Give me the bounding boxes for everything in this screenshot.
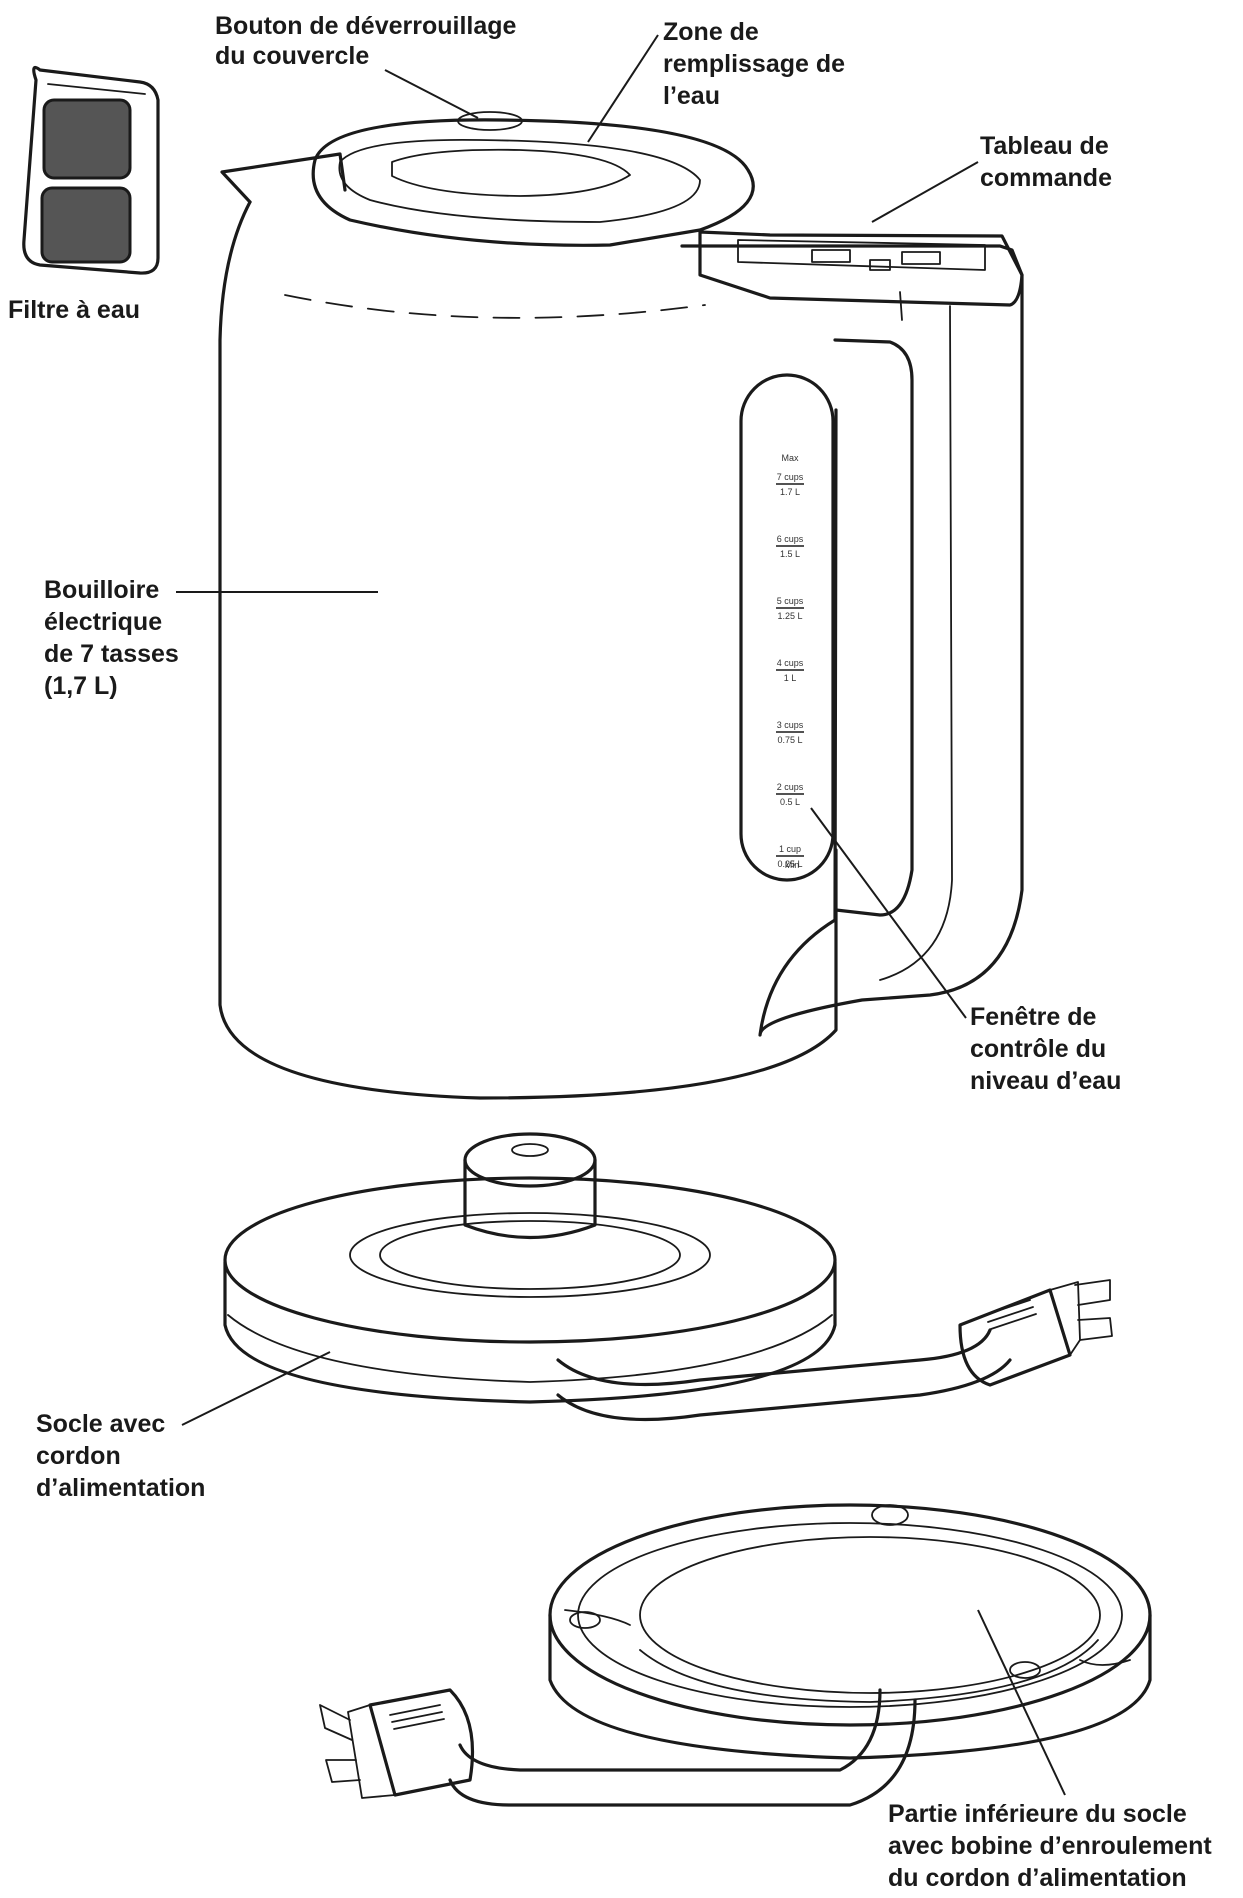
water-filter-illustration	[22, 66, 160, 275]
water-level-gauge: Max 7 cups 1.7 L 6 cups 1.5 L 5 cups 1.25 L 4 …	[776, 453, 804, 870]
label-fill-area: Zone de remplissage de l’eau	[663, 18, 852, 110]
gauge-cups-label: 7 cups	[777, 472, 804, 482]
label-base: Socle avec cordon d’alimentation	[36, 1410, 205, 1502]
gauge-cups-label: 6 cups	[777, 534, 804, 544]
gauge-cups-label: 3 cups	[777, 720, 804, 730]
label-water-window: Fenêtre de contrôle du niveau d’eau	[970, 1003, 1121, 1095]
gauge-litres-label: 1 L	[784, 673, 797, 683]
kettle-illustration	[218, 111, 1024, 1100]
base-illustration	[223, 1132, 1113, 1422]
gauge-max-label: Max	[781, 453, 799, 463]
gauge-cups-label: 2 cups	[777, 782, 804, 792]
leader-lines	[176, 34, 1066, 1796]
gauge-litres-label: 0.75 L	[777, 735, 802, 745]
base-bottom-illustration	[319, 1503, 1152, 1807]
gauge-litres-label: 1.7 L	[780, 487, 800, 497]
gauge-litres-label: 1.5 L	[780, 549, 800, 559]
gauge-litres-label: 0.5 L	[780, 797, 800, 807]
gauge-litres-label: 1.25 L	[777, 611, 802, 621]
gauge-cups-label: 4 cups	[777, 658, 804, 668]
gauge-cups-label: 5 cups	[777, 596, 804, 606]
label-kettle: Bouilloire électrique de 7 tasses (1,7 L…	[44, 576, 186, 700]
gauge-min-label: Min	[785, 860, 800, 870]
label-base-bottom: Partie inférieure du socle avec bobine d…	[888, 1800, 1219, 1892]
label-water-filter: Filtre à eau	[8, 296, 140, 324]
gauge-litres-label: 0.25 L	[777, 859, 802, 869]
label-control-panel: Tableau de commande	[980, 132, 1116, 192]
label-lid-release: Bouton de déverrouillage du couvercle	[215, 12, 523, 70]
gauge-cups-label: 1 cup	[779, 844, 801, 854]
